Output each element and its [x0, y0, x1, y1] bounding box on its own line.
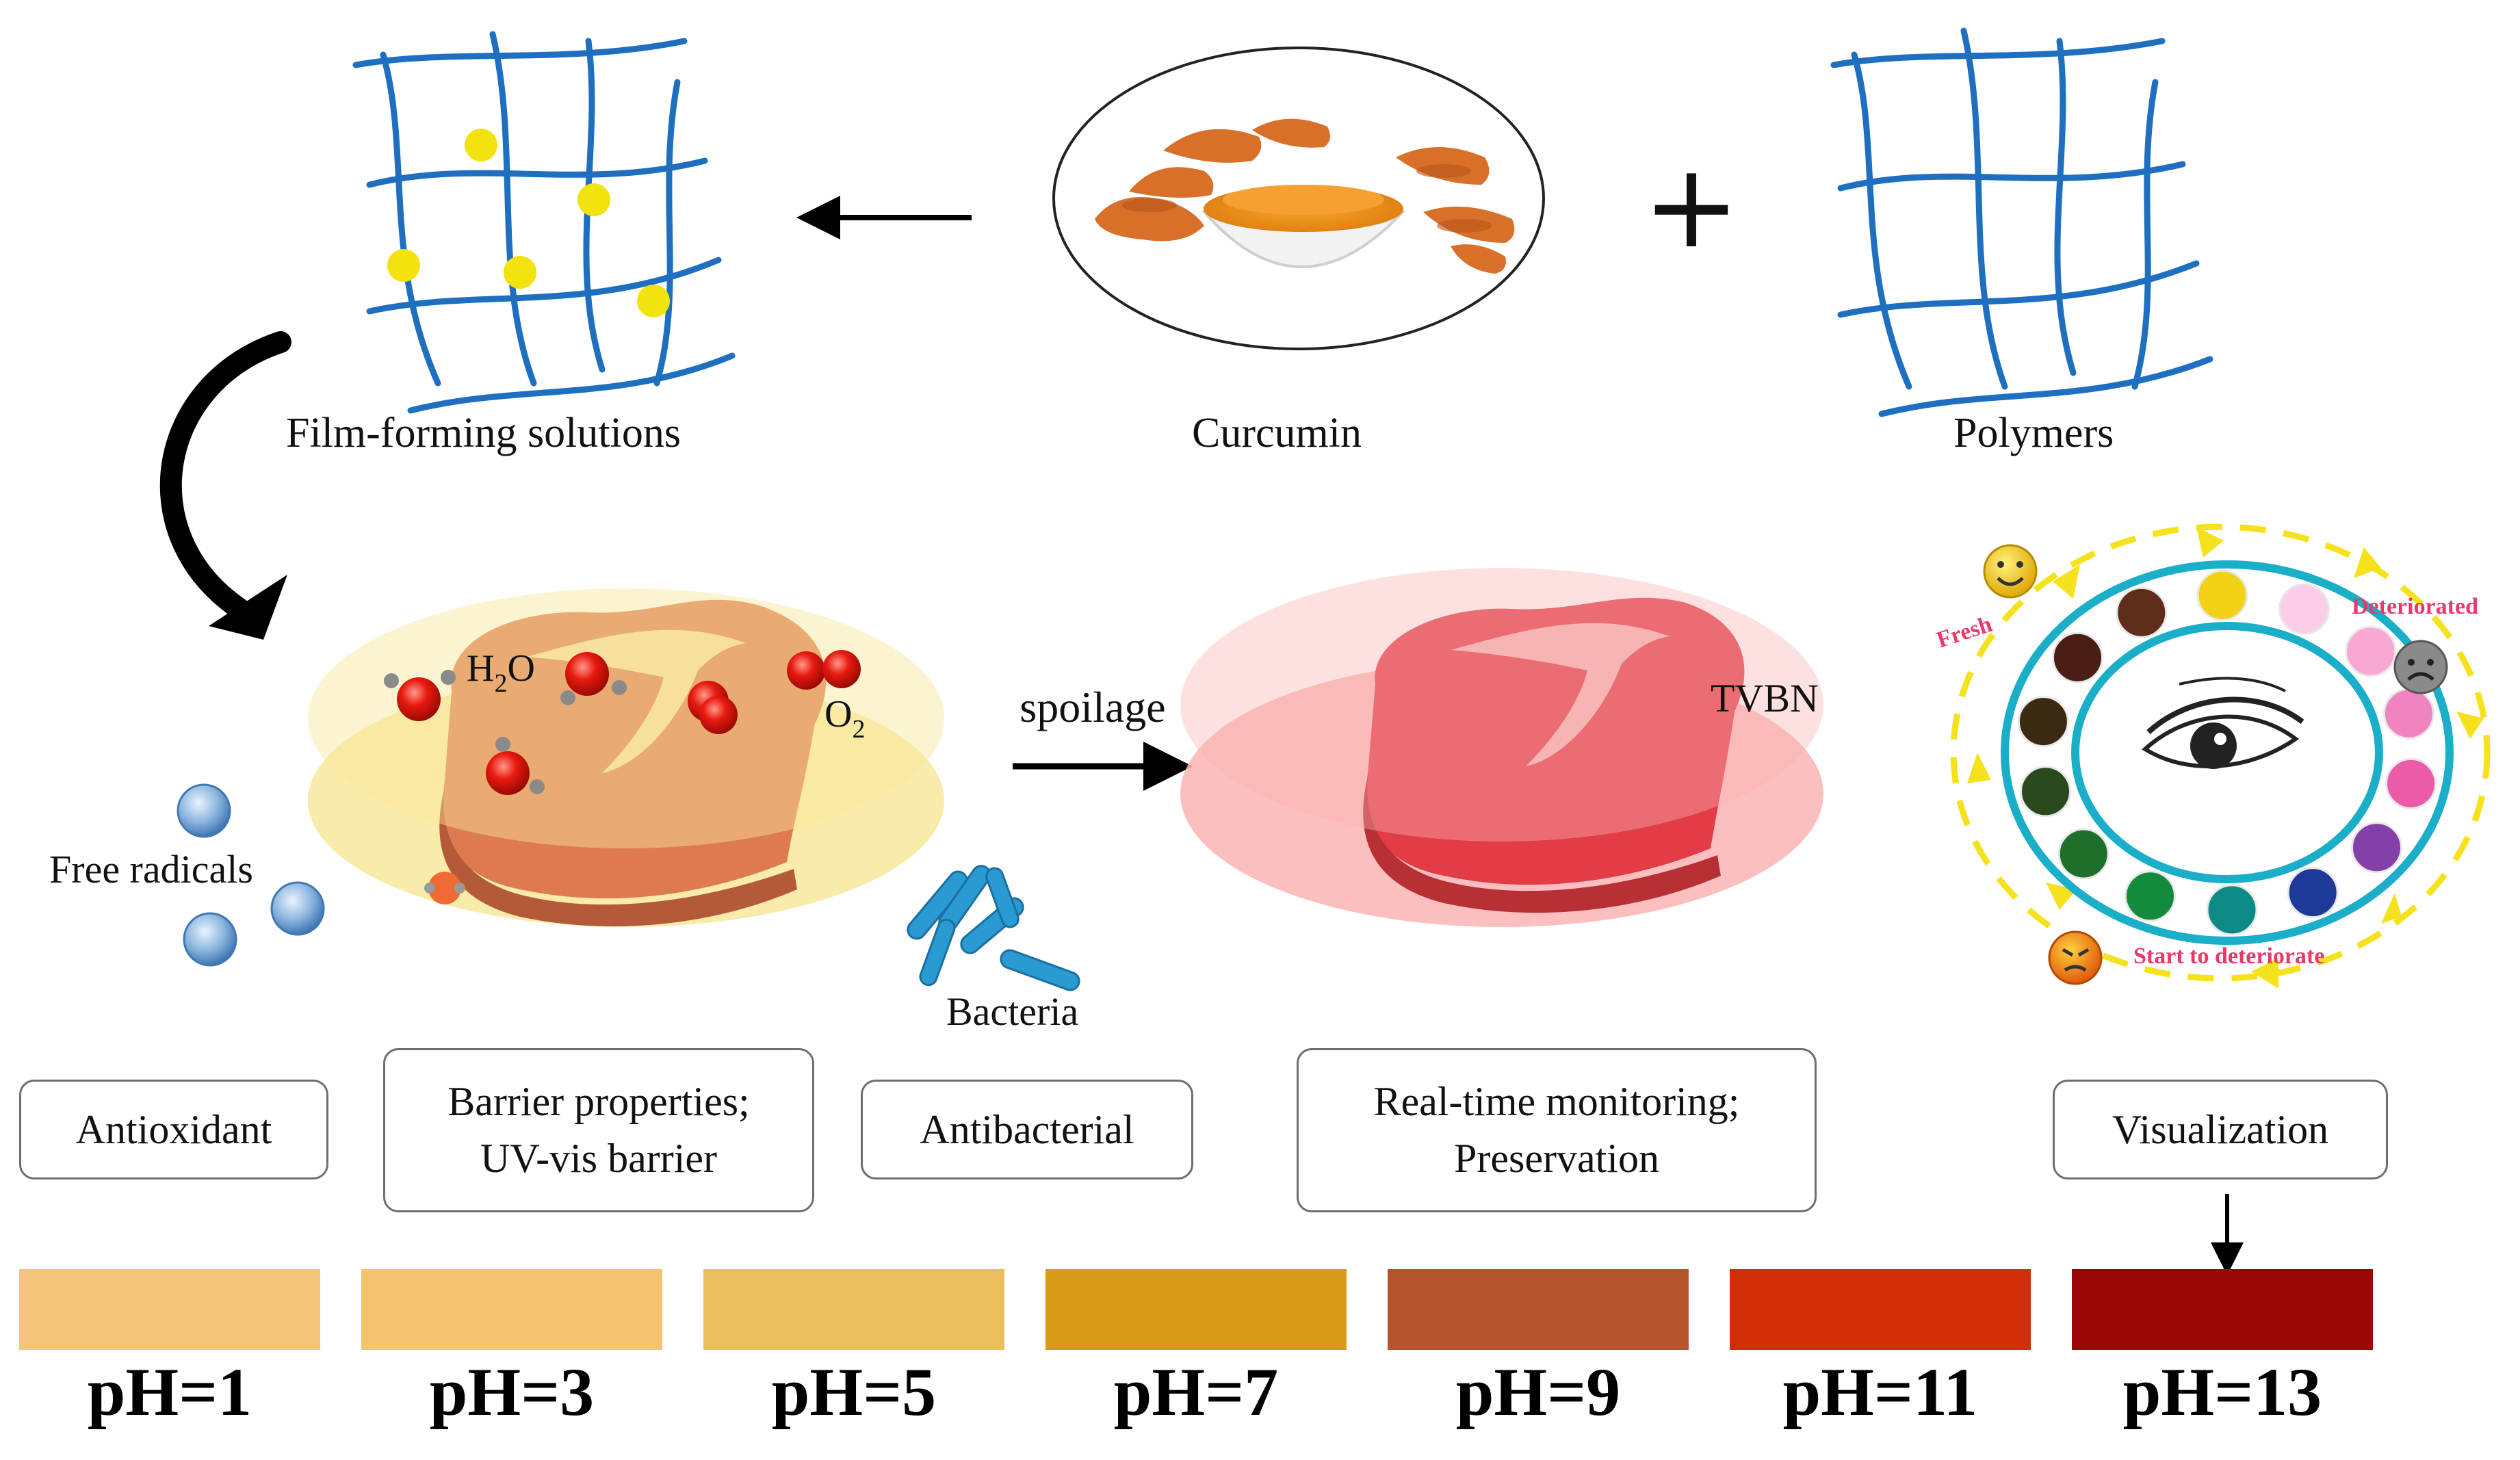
indicator-color-dot — [2278, 583, 2330, 635]
indicator-color-dot — [2383, 688, 2434, 740]
property-box-barrier: Barrier properties; UV-vis barrier — [383, 1048, 814, 1212]
ph-label-5: pH=5 — [771, 1354, 937, 1430]
film-forming-network — [352, 31, 736, 414]
indicator-color-dot — [2287, 867, 2339, 919]
h2o-label: H2O — [467, 647, 535, 698]
indicator-wheel — [1950, 523, 2491, 989]
smiley-icon — [1983, 544, 2038, 599]
indicator-color-dot — [2206, 884, 2258, 936]
curcumin-dots — [387, 129, 670, 317]
ph-swatch — [703, 1269, 1004, 1350]
property-box-monitoring: Real-time monitoring; Preservation — [1297, 1048, 1817, 1212]
ph-swatch — [361, 1269, 662, 1350]
ph-label-7: pH=7 — [1113, 1354, 1279, 1430]
indicator-color-dots — [2017, 569, 2437, 936]
property-line: UV-vis barrier — [480, 1136, 718, 1181]
polymers-label: Polymers — [1953, 410, 2114, 456]
indicator-color-dot — [2385, 757, 2437, 809]
ph-swatch — [1730, 1269, 2031, 1350]
indicator-color-dot — [2057, 828, 2109, 880]
curved-arrow-head — [209, 575, 287, 640]
ph-label-9: pH=9 — [1455, 1354, 1621, 1430]
indicator-color-dot — [2017, 696, 2069, 748]
curcumin-image — [1052, 47, 1545, 350]
angry-face-icon — [2048, 930, 2103, 985]
indicator-color-dot — [2020, 766, 2071, 818]
o2-label: O2 — [824, 693, 865, 744]
ph-label-1: pH=1 — [87, 1354, 252, 1430]
curcumin-label: Curcumin — [1192, 410, 1362, 456]
film-wrapped-meat — [308, 588, 944, 927]
ph-color-scale — [19, 1269, 2373, 1350]
free-radical-bubbles — [177, 783, 325, 967]
tvbn-label: TVBN — [1711, 676, 1819, 720]
property-line: Antioxidant — [75, 1106, 272, 1152]
ph-label-13: pH=13 — [2122, 1354, 2322, 1430]
property-box-antibacterial: Antibacterial — [861, 1080, 1193, 1179]
curved-arrow — [159, 331, 291, 620]
plus-sign: + — [1643, 139, 1740, 274]
property-line: Preservation — [1454, 1136, 1659, 1181]
indicator-color-dot — [2052, 631, 2103, 683]
property-line: Barrier properties; — [447, 1079, 750, 1125]
deteriorated-label: Deteriorated — [2352, 594, 2478, 619]
water-molecules — [384, 650, 861, 904]
ph-swatch — [1388, 1269, 1689, 1350]
ph-swatch — [2072, 1269, 2373, 1350]
film-forming-label: Film-forming solutions — [286, 410, 681, 456]
property-line: Visualization — [2112, 1106, 2329, 1152]
indicator-color-dot — [2345, 625, 2397, 677]
spoilage-label: spoilage — [1019, 683, 1165, 731]
ph-label-3: pH=3 — [429, 1354, 595, 1430]
free-radicals-label: Free radicals — [49, 847, 253, 891]
sad-face-icon — [2393, 640, 2448, 694]
property-line: Antibacterial — [920, 1106, 1134, 1152]
ph-swatch — [19, 1269, 320, 1350]
indicator-color-dot — [2125, 870, 2176, 922]
property-box-visualization: Visualization — [2053, 1080, 2388, 1179]
spoiled-meat — [1180, 568, 1823, 927]
bacteria-label: Bacteria — [946, 989, 1078, 1034]
ph-swatch — [1045, 1269, 1347, 1350]
indicator-color-dot — [2351, 822, 2402, 874]
bacteria-icon — [907, 865, 1080, 991]
ph-label-11: pH=11 — [1782, 1354, 1978, 1430]
polymer-network — [1830, 27, 2213, 417]
indicator-color-dot — [2116, 586, 2168, 638]
property-box-antioxidant: Antioxidant — [19, 1080, 328, 1179]
indicator-color-dot — [2196, 569, 2248, 621]
start-to-deteriorate-label: Start to deteriorate — [2133, 943, 2324, 969]
property-line: Real-time monitoring; — [1373, 1079, 1740, 1125]
